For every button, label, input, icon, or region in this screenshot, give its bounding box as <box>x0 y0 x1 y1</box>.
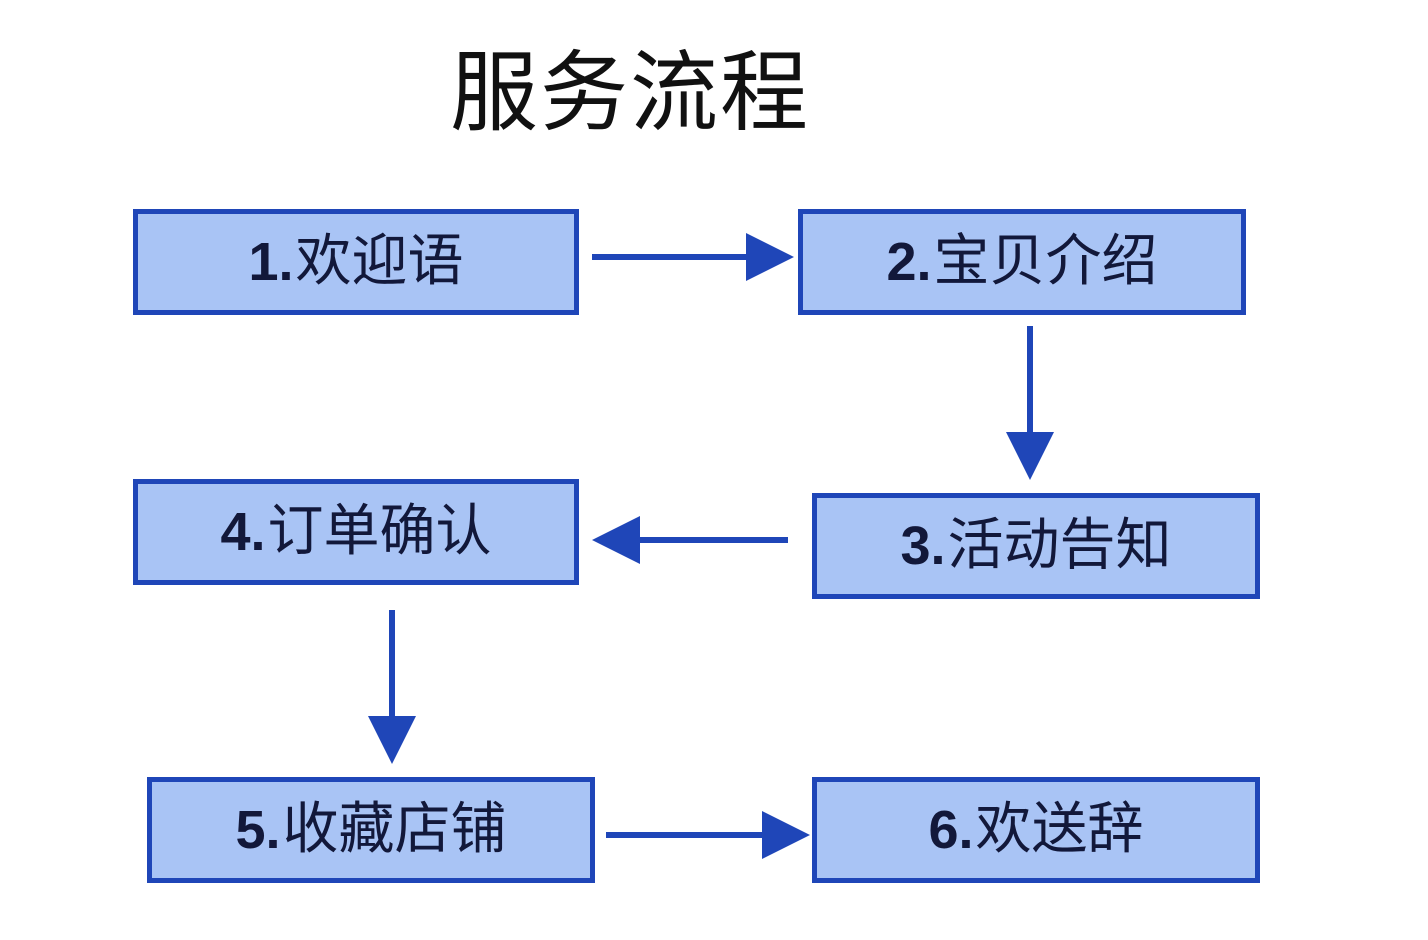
step-number: 1. <box>248 232 294 292</box>
step-number: 6. <box>928 800 974 860</box>
step-box-3: 3.活动告知 <box>812 493 1260 599</box>
step-label: 收藏店铺 <box>282 797 507 862</box>
step-box-1: 1.欢迎语 <box>133 209 579 315</box>
step-box-5: 5.收藏店铺 <box>147 777 595 883</box>
step-number: 4. <box>220 502 266 562</box>
step-label: 订单确认 <box>267 499 492 564</box>
step-number: 5. <box>235 800 281 860</box>
step-number: 2. <box>886 232 932 292</box>
step-number: 3. <box>900 516 946 576</box>
step-label: 宝贝介绍 <box>933 229 1158 294</box>
step-label: 欢迎语 <box>295 229 464 294</box>
step-box-2: 2.宝贝介绍 <box>798 209 1246 315</box>
step-box-6: 6.欢送辞 <box>812 777 1260 883</box>
step-label: 活动告知 <box>947 513 1172 578</box>
diagram-title: 服务流程 <box>450 41 811 144</box>
step-box-4: 4.订单确认 <box>133 479 579 585</box>
step-label: 欢送辞 <box>975 797 1144 862</box>
